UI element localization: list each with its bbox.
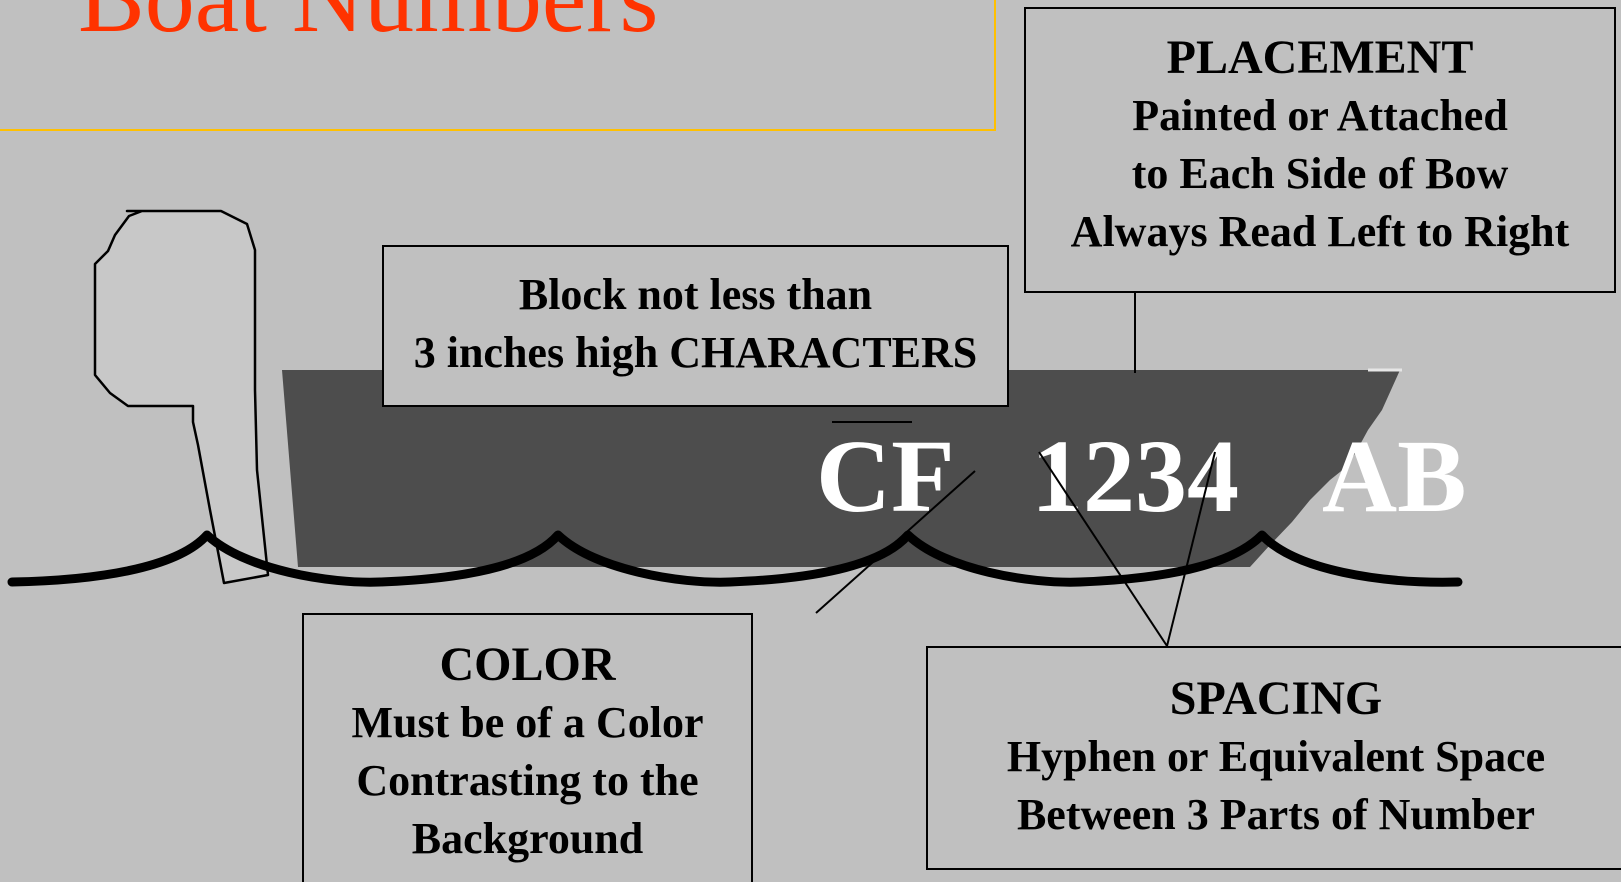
water-waves: [7, 530, 1463, 587]
color-line: Contrasting to the: [356, 756, 699, 805]
size-line: 3 inches high CHARACTERS: [413, 328, 978, 377]
title-frame: [0, 0, 996, 131]
boat-number-digits: 1234: [1031, 419, 1239, 534]
boat-number-prefix: CF: [816, 419, 955, 534]
placement-callout: PLACEMENT Painted or Attached to Each Si…: [1024, 7, 1616, 293]
size-line: Block not less than: [518, 270, 873, 319]
slide-title: Boat Numbers: [78, 0, 658, 48]
spacing-callout: SPACING Hyphen or Equivalent Space Betwe…: [926, 646, 1621, 870]
color-line: Background: [411, 814, 644, 863]
color-line: Must be of a Color: [351, 698, 704, 747]
spacing-line: Hyphen or Equivalent Space: [1006, 732, 1546, 781]
spacing-leader-line-left: [1038, 451, 1168, 647]
spacing-heading: SPACING: [1169, 672, 1383, 725]
spacing-leader-line-right: [1166, 451, 1216, 647]
placement-heading: PLACEMENT: [1166, 31, 1474, 84]
placement-line: Painted or Attached: [1132, 91, 1508, 140]
outboard-motor-icon: [93, 209, 270, 585]
spacing-line: Between 3 Parts of Number: [1016, 790, 1536, 839]
color-callout: COLOR Must be of a Color Contrasting to …: [302, 613, 753, 882]
color-heading: COLOR: [439, 638, 616, 691]
placement-line: to Each Side of Bow: [1131, 149, 1509, 198]
size-callout: Block not less than 3 inches high CHARAC…: [382, 245, 1009, 407]
boat-hull: [282, 370, 1400, 567]
boat-number-suffix: AB: [1322, 419, 1466, 534]
color-leader-line: [815, 470, 976, 614]
placement-line: Always Read Left to Right: [1070, 207, 1570, 256]
